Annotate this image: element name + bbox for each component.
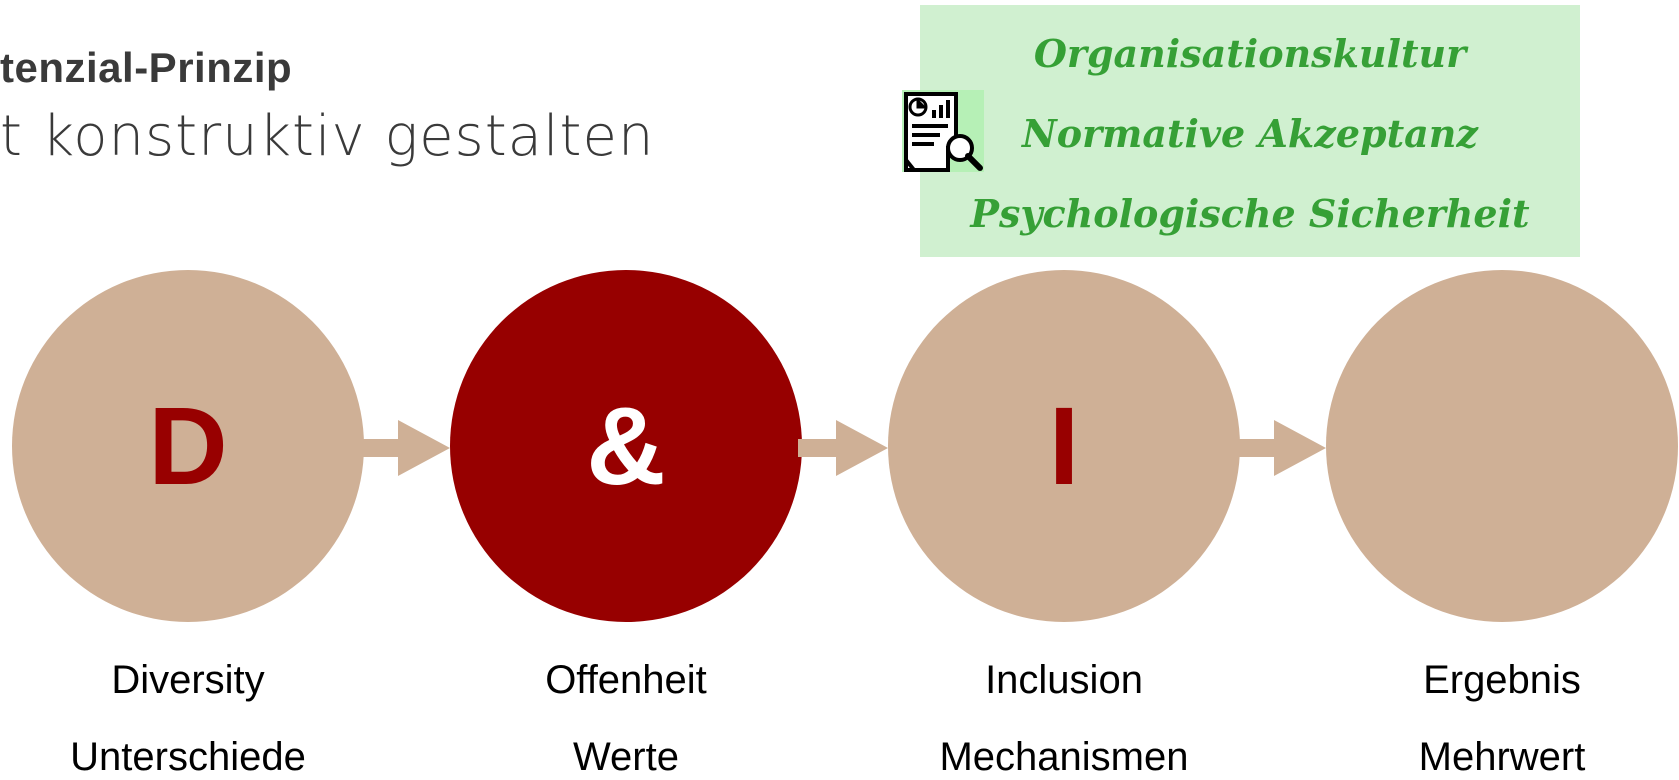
diversity-circle: D <box>12 270 364 622</box>
step-sublabel-mechanisms: Mechanismen <box>939 735 1189 779</box>
info-box: Organisationskultur Normative Akzeptanz … <box>920 5 1580 257</box>
step-label-result: Ergebnis <box>1423 658 1581 702</box>
info-line-acceptance: Normative Akzeptanz <box>1022 111 1478 156</box>
page-subtitle: t konstruktiv gestalten <box>0 104 655 169</box>
result-circle <box>1326 270 1678 622</box>
info-line-safety: Psychologische Sicherheit <box>970 191 1530 236</box>
info-line-culture: Organisationskultur <box>1033 31 1467 76</box>
step-sublabel-differences: Unterschiede <box>70 735 306 779</box>
arrow-right-icon <box>360 420 450 476</box>
openness-circle: & <box>450 270 802 622</box>
step-label-openness: Offenheit <box>545 658 707 702</box>
arrow-right-icon <box>798 420 888 476</box>
page-title: tenzial-Prinzip <box>0 44 293 91</box>
step-label-inclusion: Inclusion <box>985 658 1143 702</box>
step-sublabel-values: Werte <box>573 735 679 779</box>
step-label-diversity: Diversity <box>111 658 265 702</box>
document-analytics-icon <box>902 90 984 172</box>
step-sublabel-added-value: Mehrwert <box>1418 735 1586 779</box>
arrow-right-icon <box>1236 420 1326 476</box>
inclusion-circle: I <box>888 270 1240 622</box>
